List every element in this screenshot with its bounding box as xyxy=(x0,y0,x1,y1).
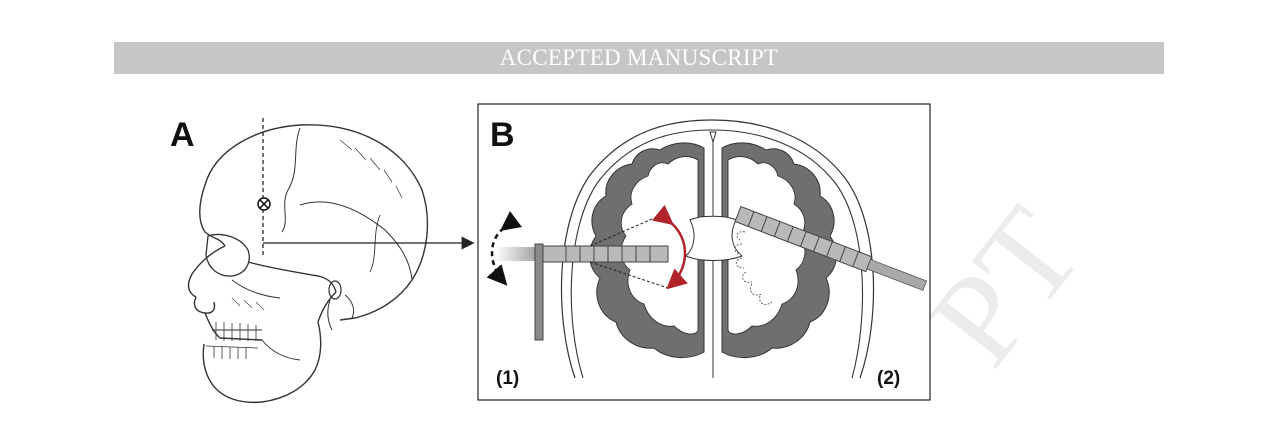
probe-1 xyxy=(486,204,688,341)
resection-region xyxy=(734,231,773,305)
banner-text: ACCEPTED MANUSCRIPT xyxy=(499,45,779,70)
probe-2 xyxy=(734,205,928,291)
panel-a-label: A xyxy=(170,116,195,154)
panel-b: B xyxy=(477,103,931,401)
rotation-arc-red xyxy=(652,204,688,290)
panel-a: A xyxy=(170,116,475,404)
ventricle xyxy=(685,215,743,261)
panel-b-label: B xyxy=(490,116,515,154)
target-marker-icon xyxy=(257,197,271,211)
label-1: (1) xyxy=(496,368,519,389)
label-2: (2) xyxy=(877,368,900,389)
rotation-arrow-icon xyxy=(486,210,522,286)
manuscript-banner: ACCEPTED MANUSCRIPT xyxy=(114,42,1164,74)
scalp-outline xyxy=(560,119,875,379)
skull-illustration xyxy=(187,124,429,404)
